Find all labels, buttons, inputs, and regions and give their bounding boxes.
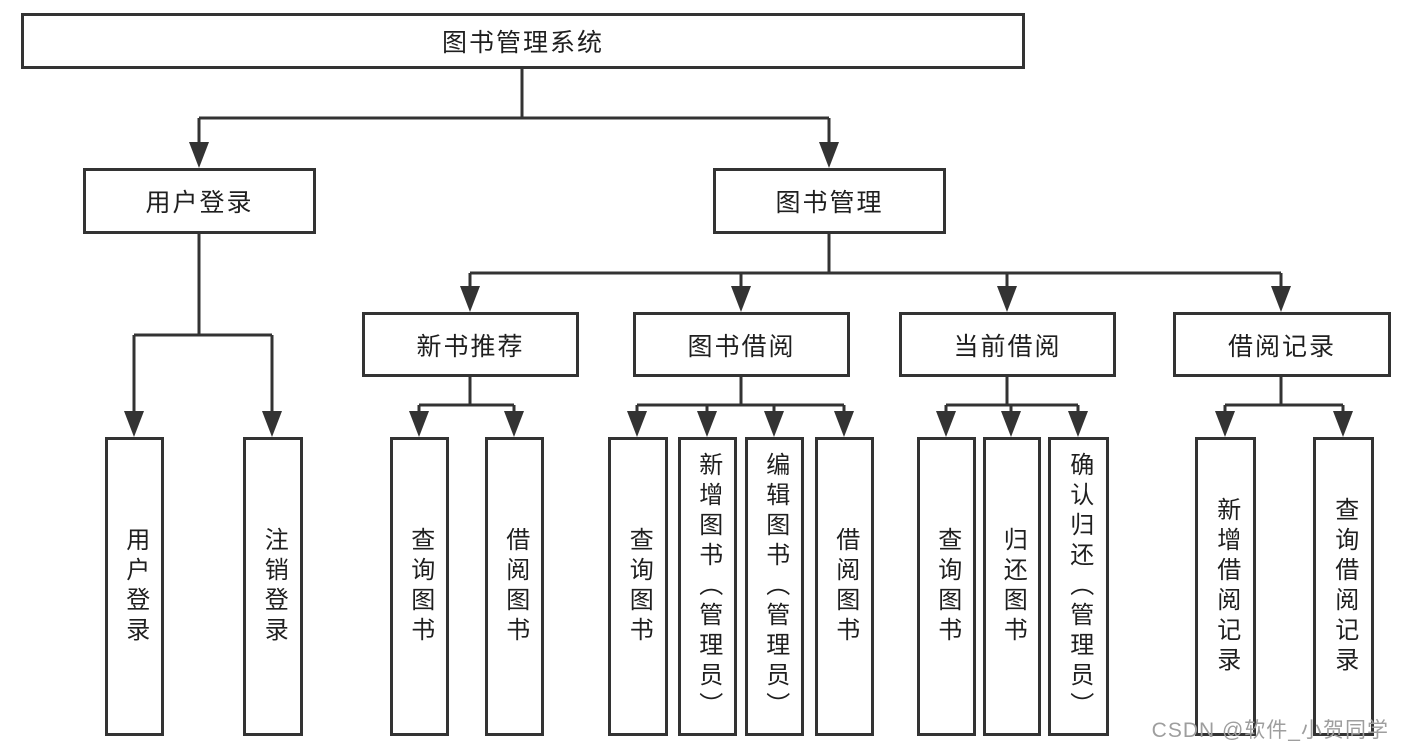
leaf-query-borrow-record: 查询借阅记录 [1313,437,1374,736]
leaf-label: 借阅图书 [501,526,529,647]
arrowhead [819,142,839,168]
leaf-label: 借阅图书 [831,526,859,647]
arrowhead [627,411,647,437]
node-new-book-recommend: 新书推荐 [362,312,579,377]
leaf-label: 新增借阅记录 [1212,496,1240,677]
arrowhead [1271,286,1291,312]
node-current-borrowing: 当前借阅 [899,312,1116,377]
arrowhead [1068,411,1088,437]
leaf-borrow-books-recommend: 借阅图书 [485,437,544,736]
leaf-user-login: 用户登录 [105,437,164,736]
leaf-add-borrow-record: 新增借阅记录 [1195,437,1256,736]
leaf-label: 归还图书 [999,526,1027,647]
arrowhead [189,142,209,168]
leaf-label: 确认归还（管理员） [1065,451,1093,722]
leaf-label: 用户登录 [121,526,149,647]
node-label: 借阅记录 [1227,332,1336,361]
leaf-query-books-current: 查询图书 [917,437,976,736]
arrowhead [1333,411,1353,437]
leaf-label: 编辑图书（管理员） [761,451,789,722]
node-label: 新书推荐 [416,332,525,361]
node-label: 当前借阅 [953,332,1062,361]
node-book-borrowing: 图书借阅 [633,312,850,377]
arrowhead [460,286,480,312]
arrowhead [409,411,429,437]
arrowhead [936,411,956,437]
arrowhead [504,411,524,437]
leaf-add-books-admin: 新增图书（管理员） [678,437,737,736]
node-book-management-branch: 图书管理 [713,168,946,234]
leaf-label: 查询借阅记录 [1330,496,1358,677]
arrowhead [1001,411,1021,437]
leaf-confirm-return-admin: 确认归还（管理员） [1048,437,1109,736]
leaf-label: 注销登录 [260,526,288,647]
arrowhead [834,411,854,437]
arrowhead [697,411,717,437]
arrowhead [764,411,784,437]
leaf-label: 查询图书 [406,526,434,647]
leaf-query-books-borrowing: 查询图书 [608,437,668,736]
leaf-edit-books-admin: 编辑图书（管理员） [745,437,804,736]
node-label: 图书管理 [775,189,884,217]
leaf-label: 查询图书 [933,526,961,647]
node-root: 图书管理系统 [21,13,1025,69]
node-label: 用户登录 [145,189,254,217]
arrowhead [997,286,1017,312]
arrowhead [124,411,144,437]
csdn-watermark: CSDN @软件_小贺同学 [1151,719,1389,742]
arrowhead [731,286,751,312]
node-borrowing-records: 借阅记录 [1173,312,1391,377]
node-label: 图书借阅 [687,332,796,361]
leaf-label: 新增图书（管理员） [694,451,722,722]
leaf-borrow-books-borrowing: 借阅图书 [815,437,874,736]
node-user-login-branch: 用户登录 [83,168,316,234]
leaf-query-books-recommend: 查询图书 [390,437,449,736]
arrowhead [262,411,282,437]
leaf-return-books: 归还图书 [983,437,1041,736]
arrowhead [1215,411,1235,437]
node-root-label: 图书管理系统 [441,29,604,57]
leaf-logout: 注销登录 [243,437,303,736]
leaf-label: 查询图书 [625,526,653,647]
